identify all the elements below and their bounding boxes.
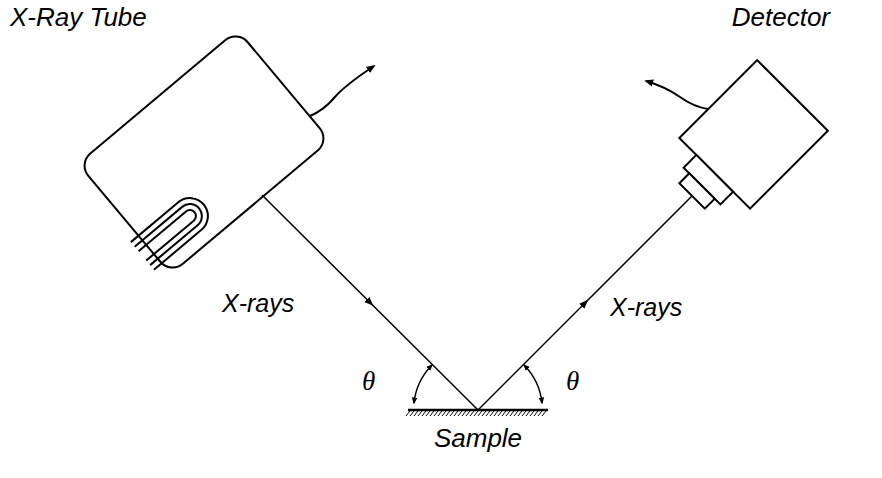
xray-tube: X-Ray Tube: [8, 2, 348, 287]
xray-beam: [262, 195, 478, 410]
hatch: [534, 411, 538, 416]
hatch: [414, 411, 418, 416]
hatch: [446, 411, 450, 416]
hatch: [502, 411, 506, 416]
sample: Sample: [405, 400, 551, 462]
hatch: [458, 411, 462, 416]
hatch: [410, 411, 414, 416]
detector-outline: [640, 2, 840, 227]
hatch: [454, 411, 458, 416]
detector-body: [679, 173, 714, 208]
motion-arrow: [646, 81, 708, 109]
hatch: [450, 411, 454, 416]
hatch: [478, 411, 482, 416]
angle-arc: [524, 365, 542, 403]
hatch: [542, 411, 546, 416]
hatch: [422, 411, 426, 416]
hatch: [474, 411, 478, 416]
xray-beam: [478, 196, 692, 410]
hatch: [434, 411, 438, 416]
filament: [139, 208, 199, 261]
beam-label: X-rays: [610, 292, 682, 322]
node-label: X-Ray Tube: [10, 2, 348, 32]
hatch: [514, 411, 518, 416]
hatch: [466, 411, 470, 416]
sample-surface: [408, 409, 548, 412]
angle-arc: [414, 365, 432, 403]
hatch: [490, 411, 494, 416]
angle-label: θ: [566, 366, 579, 396]
beam-label: X-rays: [222, 288, 294, 318]
hatch: [530, 411, 534, 416]
hatch: [522, 411, 526, 416]
xray-tube-outline: [8, 2, 348, 287]
hatch: [442, 411, 446, 416]
hatch: [526, 411, 530, 416]
detector: Detector: [640, 2, 840, 227]
hatch: [470, 411, 474, 416]
hatch: [426, 411, 430, 416]
hatch: [518, 411, 522, 416]
angle-label: θ: [362, 366, 375, 396]
hatch: [498, 411, 502, 416]
tube-body: [78, 30, 330, 274]
hatch: [494, 411, 498, 416]
node-label: Detector: [640, 2, 830, 32]
hatch: [418, 411, 422, 416]
filament: [131, 191, 215, 270]
detector-body: [679, 60, 827, 208]
hatch: [510, 411, 514, 416]
hatch: [438, 411, 442, 416]
hatch: [482, 411, 486, 416]
filament: [135, 199, 207, 265]
hatch: [506, 411, 510, 416]
node-label: Sample: [405, 423, 551, 453]
hatch: [462, 411, 466, 416]
hatch: [538, 411, 542, 416]
hatch: [486, 411, 490, 416]
motion-arrow: [310, 66, 374, 116]
hatch: [406, 411, 410, 416]
hatch: [430, 411, 434, 416]
